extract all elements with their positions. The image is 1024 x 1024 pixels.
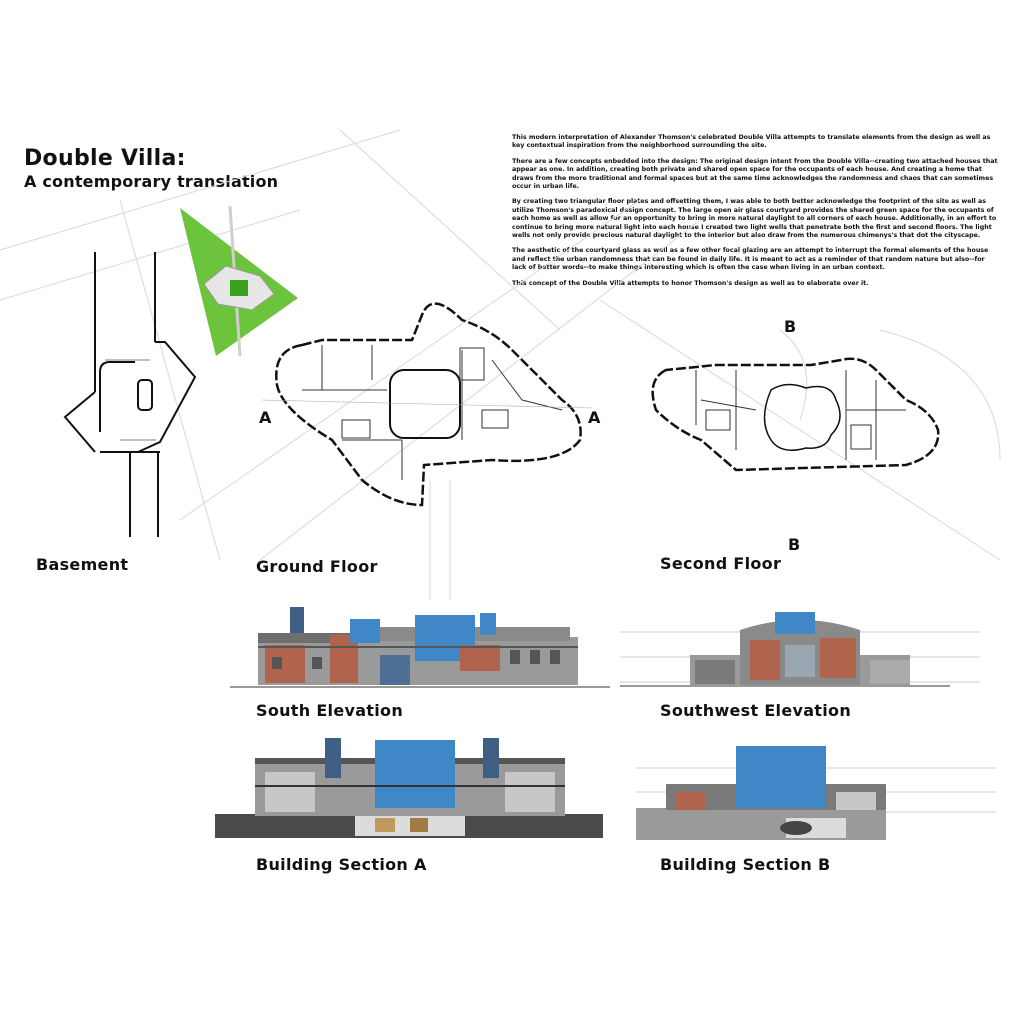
description-paragraph: There are a few concepts enbedded into t… — [512, 157, 998, 191]
ground-floor-plan — [262, 302, 592, 507]
south-elevation-label: South Elevation — [256, 701, 404, 720]
section-marker-b-bottom: B — [788, 535, 801, 554]
section-a-label: Building Section A — [256, 855, 427, 874]
description-paragraph: By creating two triangular floor plates … — [512, 198, 997, 240]
ground-floor-label: Ground Floor — [256, 557, 378, 576]
section-b-drawing — [636, 746, 996, 840]
description-paragraph: The aesthetic of the courtyard glass as … — [512, 247, 989, 272]
section-marker-b-top: B — [784, 317, 797, 336]
second-floor-plan — [651, 357, 940, 472]
page-subtitle: A contemporary translation — [24, 172, 279, 191]
section-marker-a-right: A — [588, 408, 601, 427]
section-b-label: Building Section B — [660, 855, 831, 874]
basement-plan — [63, 252, 197, 537]
page-title: Double Villa: — [24, 146, 186, 171]
project-description: This modern interpretation of Alexander … — [512, 134, 998, 295]
site-plan — [180, 206, 298, 357]
section-marker-a-left: A — [259, 408, 272, 427]
south-elevation-drawing — [230, 607, 610, 688]
description-paragraph: This modern interpretation of Alexander … — [512, 134, 991, 150]
section-a-drawing — [215, 738, 603, 838]
southwest-elevation-label: Southwest Elevation — [660, 701, 852, 720]
description-paragraph: This concept of the Double Villa attempt… — [512, 279, 869, 287]
southwest-elevation-drawing — [620, 612, 980, 687]
basement-label: Basement — [36, 555, 129, 574]
second-floor-label: Second Floor — [660, 554, 782, 573]
